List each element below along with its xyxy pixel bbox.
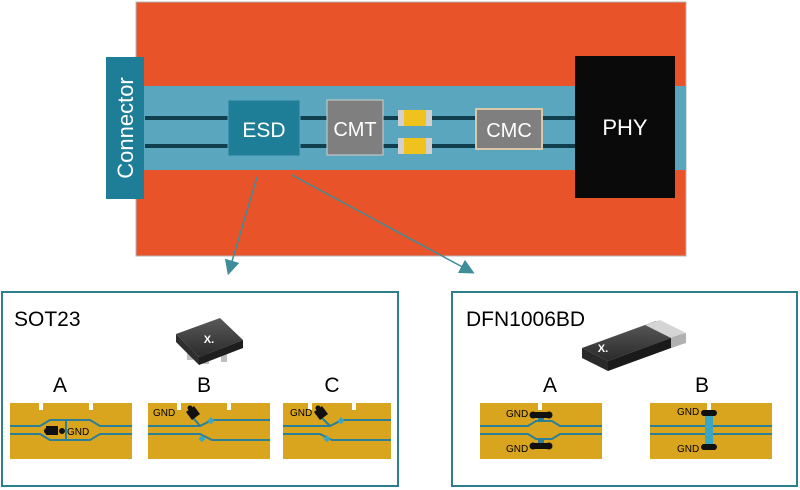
connector-block: Connector [106,57,144,199]
dfn-variant-b-letter: B [695,374,709,397]
dfn-b-gnd-bottom-label: GND [677,444,699,455]
cmt-block: CMT [326,99,384,156]
capacitor-top [398,110,432,126]
esd-label: ESD [242,119,285,142]
sot23-variant-a-letter: A [53,374,67,397]
sot23-variant-b-letter: B [197,374,211,397]
dfn-b-gnd-top-label: GND [677,407,699,418]
cmc-block: CMC [475,108,543,150]
phy-block: PHY [575,56,675,198]
dfn-a-gnd-bottom-label: GND [506,444,528,455]
sot23-pcb-b: GND [148,403,270,459]
sot23-pcb-a: GND [10,403,132,459]
svg-text:X.: X. [598,343,608,355]
dfn1006bd-panel: DFN1006BD X. A GND GND [451,291,798,487]
cmt-label: CMT [333,119,376,141]
dfn-pcb-a: GND GND [480,403,602,459]
dfn1006bd-chip-image: X. [582,320,686,371]
dfn-variant-a-letter: A [543,374,557,397]
esd-block: ESD [227,99,301,157]
sot23-title: SOT23 [14,308,81,331]
sot23-chip-image: X. [176,318,243,365]
dfn-a-gnd-top-label: GND [506,409,528,420]
cmc-label: CMC [486,120,532,142]
phy-label: PHY [602,115,648,140]
dfn-pcb-b: GND GND [650,403,772,459]
sot23-a-gnd-label: GND [67,427,89,438]
arrow-to-sot23 [224,176,258,276]
capacitor-bottom [398,138,432,154]
sot23-pcb-c: GND [283,403,391,459]
svg-text:X.: X. [204,334,214,346]
sot23-variant-c-letter: C [324,374,339,397]
connector-label: Connector [113,77,138,179]
sot23-b-gnd-label: GND [153,408,175,419]
sot23-panel: SOT23 X. A GND B [1,291,399,487]
arrow-to-dfn1006bd [291,174,475,274]
dfn1006bd-title: DFN1006BD [466,308,585,331]
sot23-c-gnd-label: GND [290,408,312,419]
